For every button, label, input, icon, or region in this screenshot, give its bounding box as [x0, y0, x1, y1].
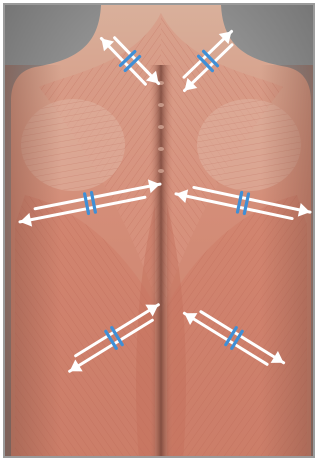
back-muscle-illustration [5, 5, 315, 458]
image-frame [3, 3, 315, 458]
